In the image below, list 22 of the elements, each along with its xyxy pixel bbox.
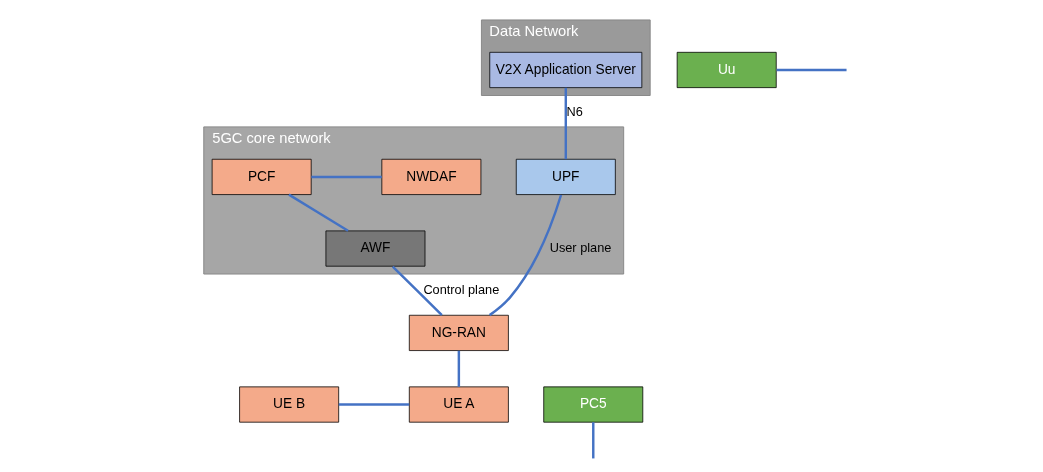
- connector: [310, 175, 382, 179]
- node-box: NG-RAN: [408, 314, 509, 351]
- node-box: PC5: [542, 386, 643, 423]
- edge-label: Control plane: [422, 282, 499, 298]
- connector: [457, 350, 460, 387]
- node-box: V2X Application Server: [488, 51, 642, 89]
- connector: [564, 87, 567, 160]
- connector: [776, 68, 847, 72]
- connector: [591, 422, 594, 459]
- node-box: NWDAF: [380, 158, 481, 195]
- node-box: PCF: [211, 158, 312, 195]
- edge-label: N6: [565, 103, 583, 119]
- node-box: UE B: [238, 386, 339, 423]
- connector: [488, 194, 562, 317]
- edge-label: User plane: [549, 239, 611, 255]
- connector: [287, 193, 349, 232]
- node-box: UE A: [408, 386, 509, 423]
- connector: [338, 403, 409, 406]
- node-box: AWF: [325, 230, 425, 267]
- connector: [391, 265, 443, 317]
- node-box: Uu: [676, 51, 777, 89]
- node-box: UPF: [515, 158, 616, 195]
